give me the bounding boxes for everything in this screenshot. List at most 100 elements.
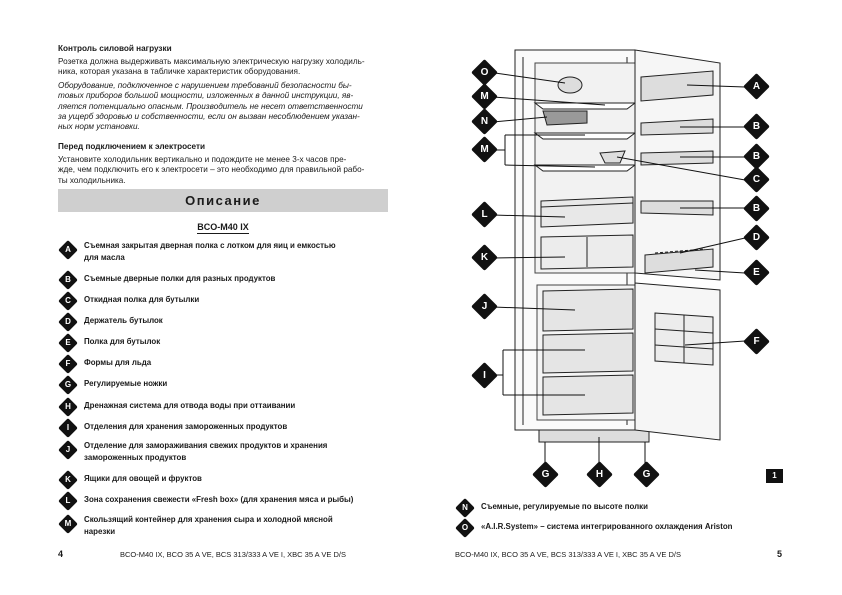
- legend-text: Съемные дверные полки для разных продукт…: [84, 274, 276, 283]
- door-shelf-b3: [640, 200, 714, 216]
- left-page-text: Контроль силовой нагрузки Розетка должна…: [58, 44, 388, 186]
- legend-text: Отделения для хранения замороженных прод…: [84, 422, 288, 431]
- bottle-shelf-bracket: [599, 150, 626, 164]
- callout-c: C: [743, 166, 770, 193]
- freezer-drawer-top: [542, 288, 634, 332]
- legend-item: I Отделения для хранения замороженных пр…: [58, 418, 389, 438]
- section-heading: Перед подключением к электросети: [58, 141, 206, 151]
- footer-left: BCO-M40 IX, BCO 35 A VE, BCS 313/333 A V…: [120, 550, 346, 559]
- callout-l: L: [471, 201, 498, 228]
- page-badge: 1: [766, 469, 783, 483]
- callout-e: E: [743, 259, 770, 286]
- callout-a: A: [743, 73, 770, 100]
- text-line: Оборудование, подключенное с нарушением …: [58, 80, 352, 90]
- cheese-container: [542, 110, 588, 126]
- legend-text: Держатель бутылок: [84, 316, 163, 325]
- text-line: ника, которая указана в табличке характе…: [58, 67, 301, 77]
- text-line: товых приборов большой мощности, изложен…: [58, 91, 354, 101]
- legend-item: F Формы для льда: [58, 354, 389, 374]
- description-banner: Описание: [58, 189, 388, 212]
- marker-diamond: G: [58, 375, 78, 395]
- marker-diamond: L: [58, 491, 78, 511]
- page-number-left: 4: [58, 549, 64, 559]
- marker-diamond: K: [58, 470, 78, 490]
- marker-diamond: O: [455, 518, 475, 538]
- legend-item: H Дренажная система для отвода воды при …: [58, 397, 389, 417]
- air-system-unit: [557, 76, 583, 94]
- callout-o: O: [471, 59, 498, 86]
- banner-title: Описание: [185, 193, 261, 208]
- note-o: O «A.I.R.System» – система интегрированн…: [455, 518, 796, 538]
- text-line: Розетка должна выдерживать максимальную …: [58, 57, 365, 66]
- section-heading: Контроль силовой нагрузки: [58, 44, 172, 53]
- legend-text: Откидная полка для бутылки: [84, 295, 200, 304]
- legend-text: Отделение для замораживания свежих проду…: [84, 441, 328, 462]
- callout-j: J: [471, 293, 498, 320]
- marker-diamond: A: [58, 240, 78, 260]
- door-shelf-a: [640, 70, 714, 102]
- paragraph: Установите холодильник вертикально и под…: [58, 155, 388, 186]
- model-name: BCO-M40 IX: [197, 222, 249, 234]
- marker-diamond: D: [58, 312, 78, 332]
- text-line: за ущерб здоровью и собственности, если …: [58, 112, 360, 122]
- callout-n: N: [471, 108, 498, 135]
- fridge-diagram: [492, 49, 746, 465]
- callout-h: H: [586, 461, 613, 488]
- callout-k: K: [471, 244, 498, 271]
- text-line: ты холодильника.: [58, 175, 126, 185]
- legend-text: Зона сохранения свежести «Fresh box» (дл…: [84, 495, 354, 504]
- legend-item: D Держатель бутылок: [58, 312, 389, 332]
- text-line: Установите холодильник вертикально и под…: [58, 154, 347, 164]
- callout-b: B: [743, 113, 770, 140]
- marker-diamond: B: [58, 270, 78, 290]
- callout-g: G: [633, 461, 660, 488]
- legend-text: Скользящий контейнер для хранения сыра и…: [84, 515, 333, 536]
- italic-warning: Оборудование, подключенное с нарушением …: [58, 81, 388, 133]
- callout-g: G: [532, 461, 559, 488]
- text-line: ных норм установки.: [58, 122, 140, 132]
- legend-item: A Съемная закрытая дверная полка с лотко…: [58, 240, 389, 264]
- callout-b: B: [743, 195, 770, 222]
- freezer-drawer-mid: [542, 332, 634, 374]
- shelf-top: [533, 102, 637, 110]
- legend-text: Формы для льда: [84, 358, 152, 367]
- legend-item: J Отделение для замораживания свежих про…: [58, 440, 389, 464]
- text-line: ляется потенциально опасным. Производите…: [58, 101, 363, 111]
- footer-right: BCO-M40 IX, BCO 35 A VE, BCS 313/333 A V…: [455, 550, 681, 559]
- marker-diamond: C: [58, 291, 78, 311]
- marker-diamond: I: [58, 418, 78, 438]
- callout-d: D: [743, 224, 770, 251]
- legend-item: C Откидная полка для бутылки: [58, 291, 389, 311]
- shelf-mid-1: [533, 132, 637, 140]
- legend-text: Дренажная система для отвода воды при от…: [84, 401, 296, 410]
- marker-diamond: E: [58, 333, 78, 353]
- fridge-door: [634, 49, 721, 281]
- callout-f: F: [743, 328, 770, 355]
- marker-diamond: F: [58, 354, 78, 374]
- legend-item: B Съемные дверные полки для разных проду…: [58, 270, 389, 290]
- section-before-connect: Перед подключением к электросети Установ…: [58, 142, 388, 186]
- marker-diamond: M: [58, 514, 78, 534]
- marker-diamond: H: [58, 397, 78, 417]
- legend-text: Регулируемые ножки: [84, 379, 168, 388]
- legend-item: K Ящики для овощей и фруктов: [58, 470, 389, 490]
- door-shelf-b1: [640, 118, 714, 136]
- legend-text: Полка для бутылок: [84, 337, 161, 346]
- legend-text: Ящики для овощей и фруктов: [84, 474, 202, 483]
- text-line: жде, чем подключить его к электросети – …: [58, 165, 365, 175]
- marker-diamond: J: [58, 440, 78, 460]
- section-power-load: Контроль силовой нагрузки Розетка должна…: [58, 44, 388, 133]
- legend-item: L Зона сохранения свежести «Fresh box» (…: [58, 491, 389, 511]
- note-n: N Съемные, регулируемые по высоте полки: [455, 498, 796, 518]
- callout-i: I: [471, 362, 498, 389]
- legend-text: Съемная закрытая дверная полка с лотком …: [84, 241, 336, 262]
- base-grille: [538, 429, 650, 443]
- legend-item: G Регулируемые ножки: [58, 375, 389, 395]
- marker-diamond: N: [455, 498, 475, 518]
- note-text: Съемные, регулируемые по высоте полки: [481, 502, 648, 511]
- paragraph: Розетка должна выдерживать максимальную …: [58, 57, 388, 78]
- model-heading: BCO-M40 IX: [58, 222, 388, 234]
- freezer-drawer-bottom: [542, 374, 634, 416]
- page-number-right: 5: [777, 549, 783, 559]
- fresh-box: [540, 196, 634, 228]
